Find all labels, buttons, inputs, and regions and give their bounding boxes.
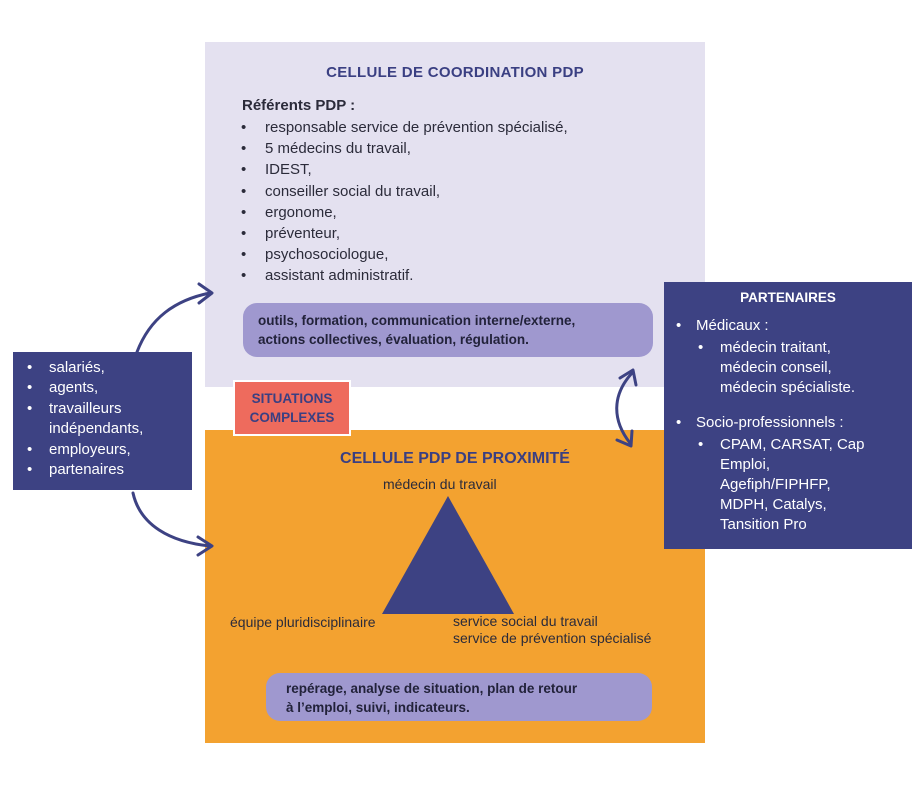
coordination-title: CELLULE DE COORDINATION PDP	[326, 64, 584, 81]
situations-line: COMPLEXES	[249, 410, 335, 425]
beneficiary-item: employeurs,	[23, 440, 192, 461]
referent-item: 5 médecins du travail,	[238, 138, 568, 159]
medical-partner-line: médecin conseil,	[720, 359, 832, 376]
socio-partner-line: Emploi,	[720, 456, 771, 473]
socio-partners-item: CPAM, CARSAT, Cap Emploi, Agefiph/FIPHFP…	[694, 435, 864, 535]
proximity-pill-line: à l’emploi, suivi, indicateurs.	[286, 700, 470, 715]
medical-partner-line: médecin traitant,	[720, 339, 831, 356]
beneficiary-item: partenaires	[23, 460, 192, 481]
socio-partner-line: CPAM, CARSAT, Cap	[720, 436, 865, 453]
partners-title: PARTENAIRES	[740, 290, 836, 305]
socio-partner-line: Tansition Pro	[720, 516, 807, 533]
coordination-pill-line: actions collectives, évaluation, régulat…	[258, 332, 529, 347]
coordination-pill-line: outils, formation, communication interne…	[258, 313, 576, 328]
medical-partners-item: médecin traitant, médecin conseil, médec…	[694, 338, 855, 398]
arrow-to-coordination	[135, 291, 212, 354]
beneficiary-item: agents,	[23, 378, 192, 399]
coordination-actions-pill: outils, formation, communication interne…	[243, 303, 653, 357]
triangle-shape	[382, 496, 514, 614]
partners-category-medical: Médicaux :	[674, 317, 769, 334]
proximity-actions-pill: repérage, analyse de situation, plan de …	[266, 673, 652, 721]
situations-complexes-badge: SITUATIONS COMPLEXES	[233, 380, 351, 436]
partners-box: PARTENAIRES Médicaux : médecin traitant,…	[664, 282, 912, 549]
triangle-right-line: service de prévention spécialisé	[453, 630, 652, 646]
medical-partners-list: médecin traitant, médecin conseil, médec…	[694, 338, 855, 398]
proximity-title: CELLULE PDP DE PROXIMITÉ	[340, 450, 570, 467]
referent-item: conseiller social du travail,	[238, 181, 568, 202]
socio-partner-line: MDPH, Catalys,	[720, 496, 827, 513]
socio-partner-line: Agefiph/FIPHFP,	[720, 476, 831, 493]
triangle-right-line: service social du travail	[453, 613, 598, 629]
arrow-to-proximity	[131, 491, 212, 548]
triangle-polygon	[382, 496, 514, 614]
triangle-right-label: service social du travail service de pré…	[453, 613, 651, 647]
referent-item: responsable service de prévention spécia…	[238, 117, 568, 138]
beneficiaries-box: salariés, agents, travailleurs indépenda…	[13, 352, 192, 490]
situations-line: SITUATIONS	[251, 391, 333, 406]
beneficiary-item: salariés,	[23, 358, 192, 379]
beneficiaries-list: salariés, agents, travailleurs indépenda…	[13, 352, 192, 481]
medical-partner-line: médecin spécialiste.	[720, 379, 856, 396]
partners-category-socio: Socio-professionnels :	[674, 414, 844, 431]
referent-item: ergonome,	[238, 202, 568, 223]
beneficiary-item-continued: indépendants,	[49, 420, 144, 438]
socio-partners-list: CPAM, CARSAT, Cap Emploi, Agefiph/FIPHFP…	[694, 435, 864, 535]
referent-item: psychosociologue,	[238, 244, 568, 265]
referents-label: Référents PDP :	[242, 97, 356, 114]
referent-item: assistant administratif.	[238, 265, 568, 286]
triangle-top-label: médecin du travail	[383, 476, 497, 492]
referents-list: responsable service de prévention spécia…	[238, 117, 568, 287]
proximity-pill-line: repérage, analyse de situation, plan de …	[286, 681, 578, 696]
triangle-left-label: équipe pluridisciplinaire	[230, 614, 376, 630]
referent-item: IDEST,	[238, 159, 568, 180]
referent-item: préventeur,	[238, 223, 568, 244]
beneficiary-item: travailleurs	[23, 399, 192, 420]
